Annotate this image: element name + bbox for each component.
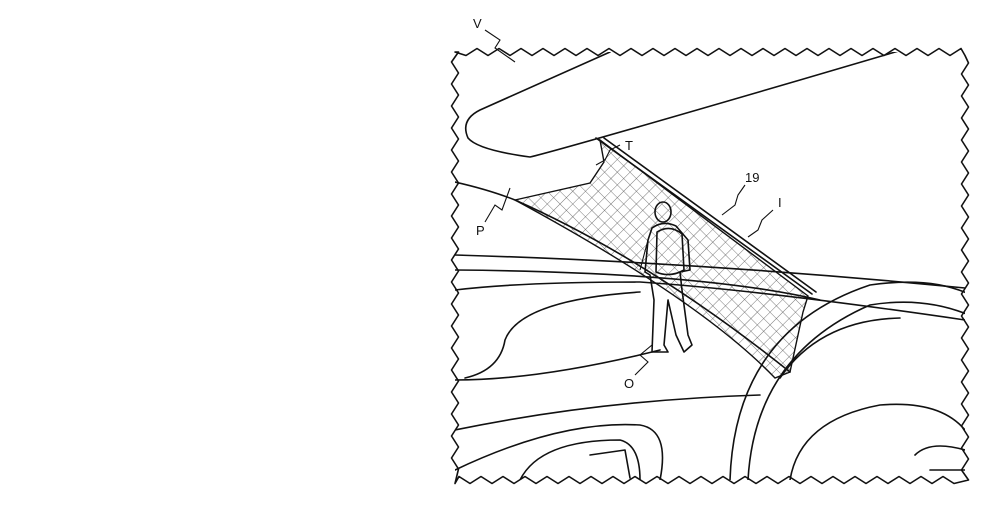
steering-wheel (729, 281, 965, 480)
label-o: O (624, 376, 634, 391)
label-t: T (625, 138, 633, 153)
leader-19 (721, 184, 746, 216)
dashboard-vent (589, 449, 631, 479)
break-line-frame (450, 47, 970, 485)
dashboard (455, 394, 761, 480)
sun-visor (464, 52, 899, 158)
road-curve (455, 291, 661, 381)
label-v: V (473, 16, 482, 31)
pillar-edge (595, 137, 817, 295)
leader-t (595, 144, 621, 166)
pillar-display-hatched (513, 138, 809, 379)
steering-wheel-hub (789, 403, 965, 480)
leader-p (484, 187, 511, 223)
pillar-left-edge (455, 181, 791, 373)
label-i: I (778, 195, 782, 210)
leader-v (484, 29, 516, 63)
label-p: P (476, 223, 485, 238)
leader-i (747, 209, 774, 238)
road-lines (455, 254, 965, 321)
label-19: 19 (745, 170, 759, 185)
leader-o (634, 344, 653, 376)
pedestrian (639, 201, 693, 353)
